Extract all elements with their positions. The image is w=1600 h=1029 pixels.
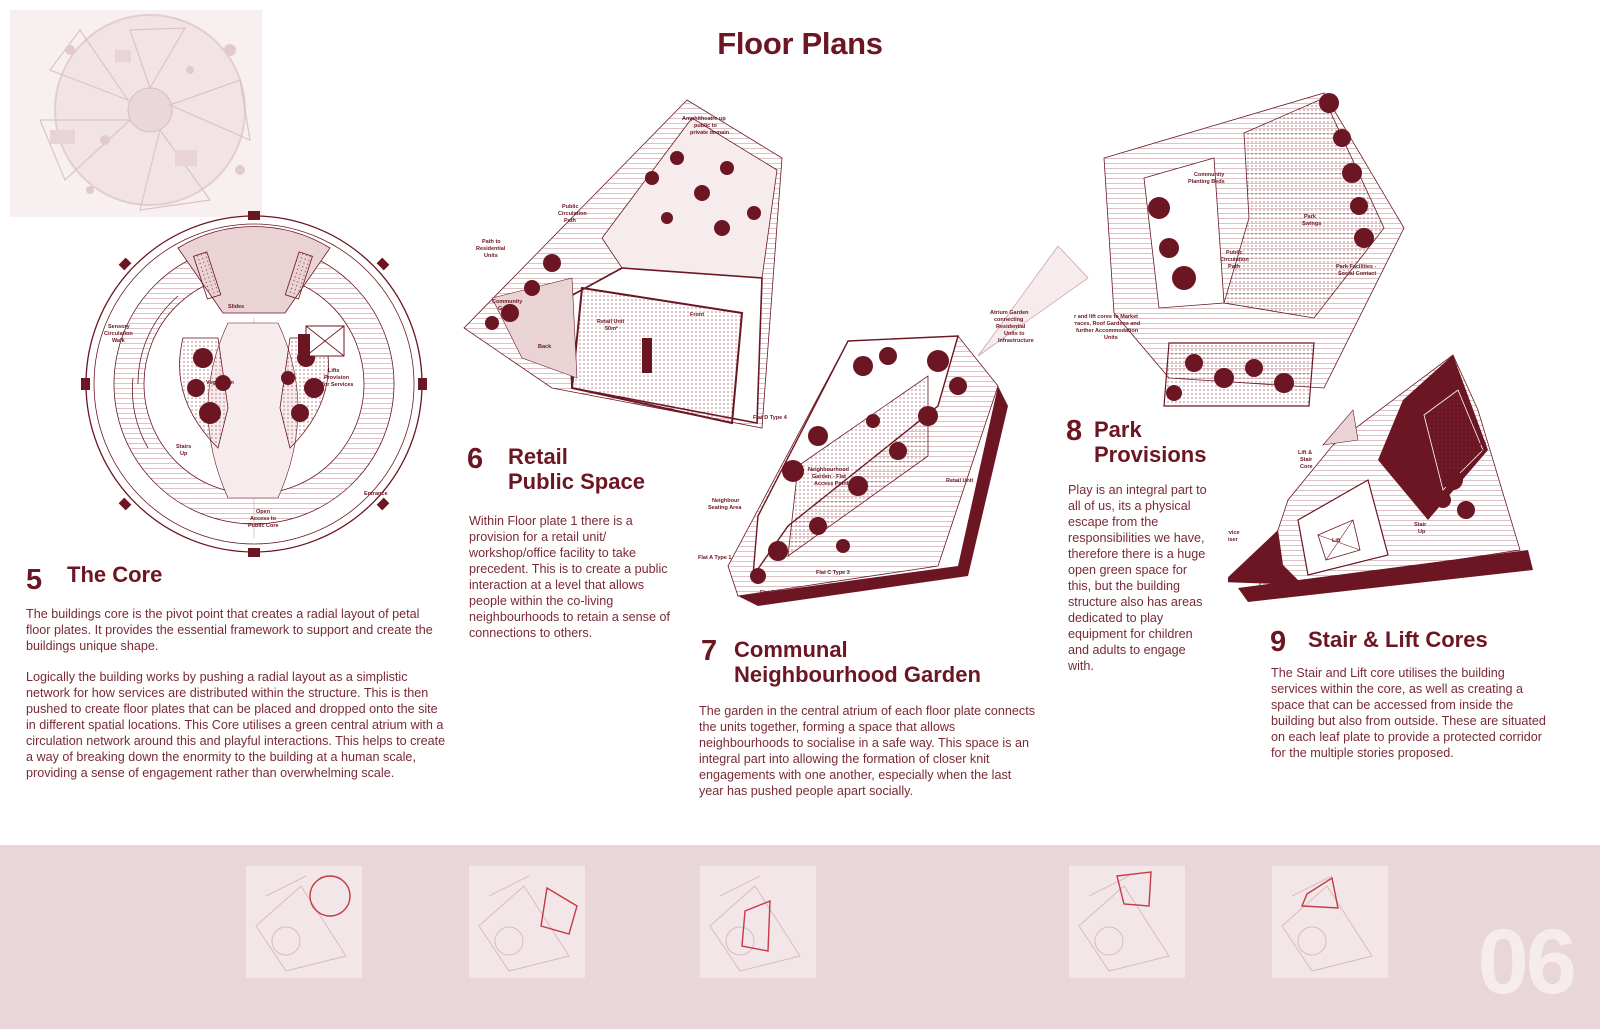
section-8-paragraph: Play is an integral part to all of us, i…	[1068, 483, 1207, 673]
svg-text:Flat A Type 1: Flat A Type 1	[698, 555, 731, 561]
section-6-paragraph: Within Floor plate 1 there is a provisio…	[469, 514, 670, 640]
location-thumbnail-stair-lift	[1272, 866, 1388, 978]
svg-text:Seating Area: Seating Area	[708, 505, 742, 511]
location-thumbnail-retail	[469, 866, 585, 978]
section-8-number: 8	[1066, 415, 1083, 447]
section-7-title-line-1: Communal	[734, 637, 848, 662]
svg-text:Flat B Type 2: Flat B Type 2	[760, 590, 794, 596]
svg-text:Up: Up	[180, 451, 188, 457]
page-number: 06	[1477, 911, 1577, 1013]
svg-text:Stair: Stair	[1300, 457, 1313, 463]
svg-text:Infrastructure: Infrastructure	[998, 338, 1034, 344]
svg-text:private domain: private domain	[690, 130, 730, 136]
svg-text:Lift &: Lift &	[1298, 450, 1312, 456]
svg-text:Circulation: Circulation	[558, 211, 587, 217]
svg-text:Service: Service	[1228, 530, 1240, 536]
svg-text:Garden - Flat: Garden - Flat	[812, 474, 846, 480]
svg-text:Community: Community	[1456, 441, 1487, 447]
svg-text:Walk: Walk	[112, 338, 126, 344]
svg-text:Residential: Residential	[996, 324, 1026, 330]
section-5-number: 5	[26, 564, 43, 596]
svg-text:Garden: Garden	[498, 306, 518, 312]
svg-text:Lift: Lift	[1332, 538, 1341, 544]
svg-text:Public: Public	[562, 204, 579, 210]
svg-text:50m²: 50m²	[605, 325, 618, 332]
section-9-title: Stair & Lift Cores	[1308, 627, 1488, 652]
svg-text:Flat D Type 4: Flat D Type 4	[753, 415, 788, 421]
svg-text:Neighbourhood: Neighbourhood	[808, 467, 849, 473]
svg-text:Front: Front	[690, 312, 704, 318]
location-thumbnail-park	[1069, 866, 1185, 978]
svg-text:Open: Open	[256, 509, 271, 515]
svg-text:Circulation: Circulation	[104, 331, 133, 337]
svg-text:Swings: Swings	[1302, 221, 1321, 227]
svg-text:Units: Units	[484, 253, 498, 259]
svg-text:Slides: Slides	[228, 304, 244, 310]
section-8-title-line-2: Provisions	[1094, 442, 1207, 467]
svg-text:Amphitheatre up: Amphitheatre up	[682, 116, 726, 122]
svg-text:Public Core: Public Core	[248, 523, 279, 529]
section-7-number: 7	[701, 635, 718, 667]
section-6-number: 6	[467, 443, 484, 475]
svg-text:Units: Units	[1104, 335, 1118, 341]
svg-text:for Services: for Services	[322, 382, 354, 388]
svg-text:Stair and lift cores to Market: Stair and lift cores to Market	[1074, 314, 1138, 320]
location-thumbnail-core	[246, 866, 362, 978]
svg-text:Stair: Stair	[1414, 522, 1427, 528]
section-7-paragraph: The garden in the central atrium of each…	[699, 704, 1036, 798]
svg-text:Provision: Provision	[324, 375, 350, 381]
svg-text:Community: Community	[1194, 172, 1225, 178]
svg-text:Access Point: Access Point	[814, 481, 849, 487]
svg-text:Planting Beds: Planting Beds	[1188, 179, 1225, 185]
svg-text:Community: Community	[492, 299, 523, 305]
svg-text:connecting: connecting	[994, 317, 1023, 323]
svg-text:Entrance: Entrance	[364, 491, 388, 497]
svg-text:Park Facilities -: Park Facilities -	[1336, 264, 1377, 270]
svg-text:Lifts: Lifts	[328, 368, 340, 374]
svg-text:terraces, Roof Gardens and: terraces, Roof Gardens and	[1074, 321, 1140, 327]
svg-text:Circulation: Circulation	[1220, 257, 1249, 263]
section-7-title-line-2: Neighbourhood Garden	[734, 662, 981, 687]
section-5-paragraph-2: Logically the building works by pushing …	[26, 670, 446, 780]
svg-text:Flat C Type 3: Flat C Type 3	[816, 570, 850, 576]
svg-text:Atrium Garden: Atrium Garden	[990, 310, 1029, 316]
section-5-paragraph-1: The buildings core is the pivot point th…	[26, 607, 433, 653]
section-6-title-line-1: Retail	[508, 444, 568, 469]
svg-text:Social Contact: Social Contact	[1338, 271, 1376, 277]
site-overview-image	[10, 10, 262, 217]
svg-text:Sensory: Sensory	[108, 324, 131, 330]
section-8-title-line-1: Park	[1094, 417, 1142, 442]
svg-text:Back: Back	[538, 344, 552, 350]
location-thumbnail-garden	[700, 866, 816, 978]
section-9-number: 9	[1270, 626, 1287, 658]
svg-text:Retail Unit: Retail Unit	[946, 478, 973, 484]
svg-text:Path: Path	[1228, 264, 1241, 270]
svg-text:Access to: Access to	[250, 516, 277, 522]
section-6-title-line-2: Public Space	[508, 469, 645, 494]
svg-text:Garden: Garden	[1464, 448, 1484, 454]
svg-text:Vegetation: Vegetation	[206, 380, 234, 386]
svg-text:Path: Path	[564, 218, 577, 224]
svg-text:Park: Park	[1304, 214, 1317, 220]
svg-text:Residential: Residential	[476, 246, 506, 252]
svg-text:Path to: Path to	[482, 239, 501, 245]
page-title: Floor Plans	[717, 26, 883, 61]
svg-text:Core: Core	[1300, 464, 1313, 470]
section-5-title: The Core	[67, 562, 163, 587]
svg-text:Stairs: Stairs	[176, 444, 191, 450]
svg-text:public to: public to	[694, 123, 718, 129]
garden-floor-plan: Atrium GardenconnectingResidentialUnits …	[698, 245, 1089, 606]
svg-text:Retail Unit: Retail Unit	[597, 319, 624, 325]
svg-text:Riser: Riser	[1228, 537, 1239, 543]
section-9-paragraph: The Stair and Lift core utilises the bui…	[1271, 666, 1546, 760]
svg-text:Units to: Units to	[1004, 331, 1025, 337]
svg-text:Neighbour: Neighbour	[712, 498, 740, 504]
svg-text:Public: Public	[1226, 250, 1243, 256]
svg-text:Up: Up	[1418, 529, 1426, 535]
svg-text:further Accommodation: further Accommodation	[1076, 328, 1139, 334]
